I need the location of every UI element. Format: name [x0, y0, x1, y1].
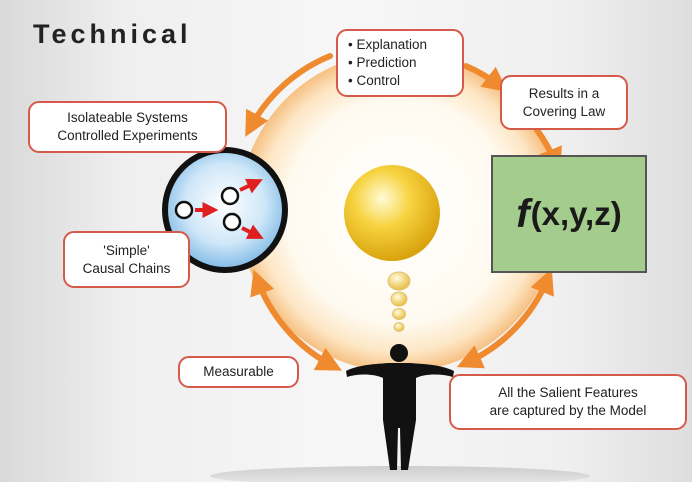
- simple-causal-chains-callout: 'Simple' Causal Chains: [63, 231, 190, 288]
- person-silhouette: [346, 344, 454, 470]
- results-line-1: Results in a: [528, 85, 600, 101]
- salient-features-callout: All the Salient Features are captured by…: [449, 374, 687, 430]
- results-callout: Results in a Covering Law: [500, 75, 628, 130]
- model-function-args: (x,y,z): [530, 195, 622, 232]
- salient-line-1: All the Salient Features: [498, 385, 638, 400]
- diagram-title: Technical: [33, 19, 192, 49]
- simple-line-2: Causal Chains: [82, 260, 171, 276]
- floor-shadow: [210, 466, 590, 482]
- arrow-bottom-left: [250, 269, 342, 371]
- thought-dots: [387, 271, 411, 332]
- cycle-arrows: [245, 53, 562, 371]
- measurable-text: Measurable: [203, 364, 274, 379]
- node-c: [222, 212, 242, 232]
- arrow-top-right: [463, 63, 508, 93]
- causal-lens: [162, 147, 288, 273]
- model-function-name: f: [516, 191, 530, 236]
- salient-line-2: are captured by the Model: [489, 403, 647, 418]
- goal-prediction: • Prediction: [348, 55, 417, 70]
- isolateable-systems-callout: Isolateable Systems Controlled Experimen…: [28, 101, 227, 153]
- goals-callout: • Explanation • Prediction • Control: [336, 29, 464, 97]
- node-a: [174, 200, 194, 220]
- simple-line-1: 'Simple': [103, 242, 150, 258]
- measurable-callout: Measurable: [178, 356, 299, 388]
- isolate-line-2: Controlled Experiments: [57, 128, 198, 143]
- arrow-top-left: [245, 53, 333, 137]
- goal-explanation: • Explanation: [348, 37, 428, 52]
- isolate-line-1: Isolateable Systems: [67, 110, 188, 125]
- central-sphere: [344, 165, 440, 261]
- model-function-box: f(x,y,z): [491, 155, 647, 273]
- goal-control: • Control: [348, 73, 400, 88]
- arrow-bottom-right: [456, 268, 554, 369]
- node-b: [220, 186, 240, 206]
- results-line-2: Covering Law: [522, 103, 606, 119]
